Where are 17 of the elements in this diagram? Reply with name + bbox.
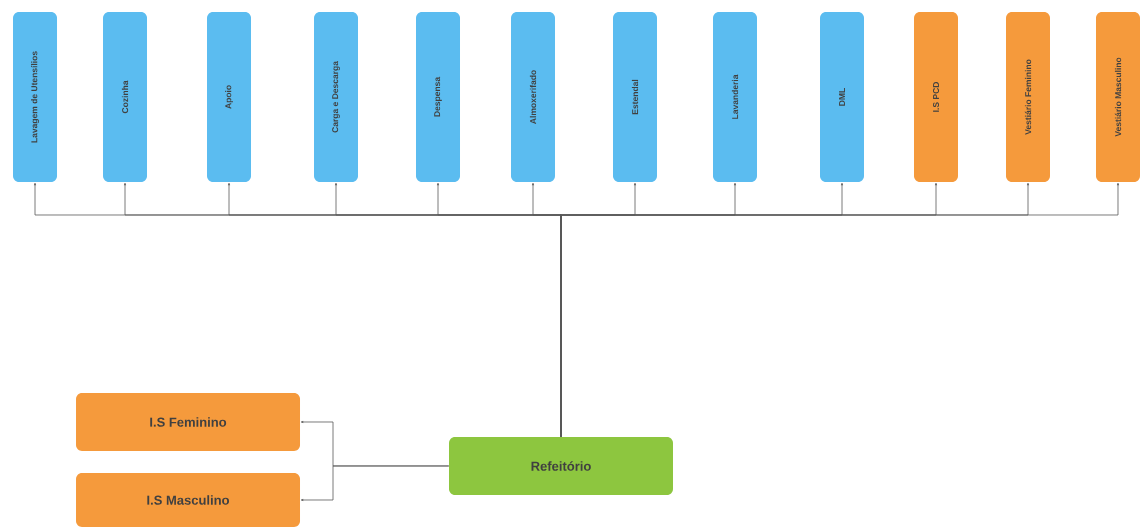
room-box: Lavanderia	[713, 12, 757, 182]
room-box: Despensa	[416, 12, 460, 182]
connector-arrow	[300, 465, 450, 502]
room-box: DML	[820, 12, 864, 182]
connector-arrow	[560, 182, 1120, 438]
room-box: Vestiário Masculino	[1096, 12, 1140, 182]
room-box: Apoio	[207, 12, 251, 182]
room-box: Cozinha	[103, 12, 147, 182]
room-box: Lavagem de Utensílios	[13, 12, 57, 182]
room-box: Vestiário Feminino	[1006, 12, 1050, 182]
room-box: I.S Feminino	[76, 393, 300, 451]
room-box: Estendal	[613, 12, 657, 182]
room-box: I.S Masculino	[76, 473, 300, 527]
room-box: Almoxerifado	[511, 12, 555, 182]
room-box: Refeitório	[449, 437, 673, 495]
room-box: Carga e Descarga	[314, 12, 358, 182]
room-box: I.S PCD	[914, 12, 958, 182]
